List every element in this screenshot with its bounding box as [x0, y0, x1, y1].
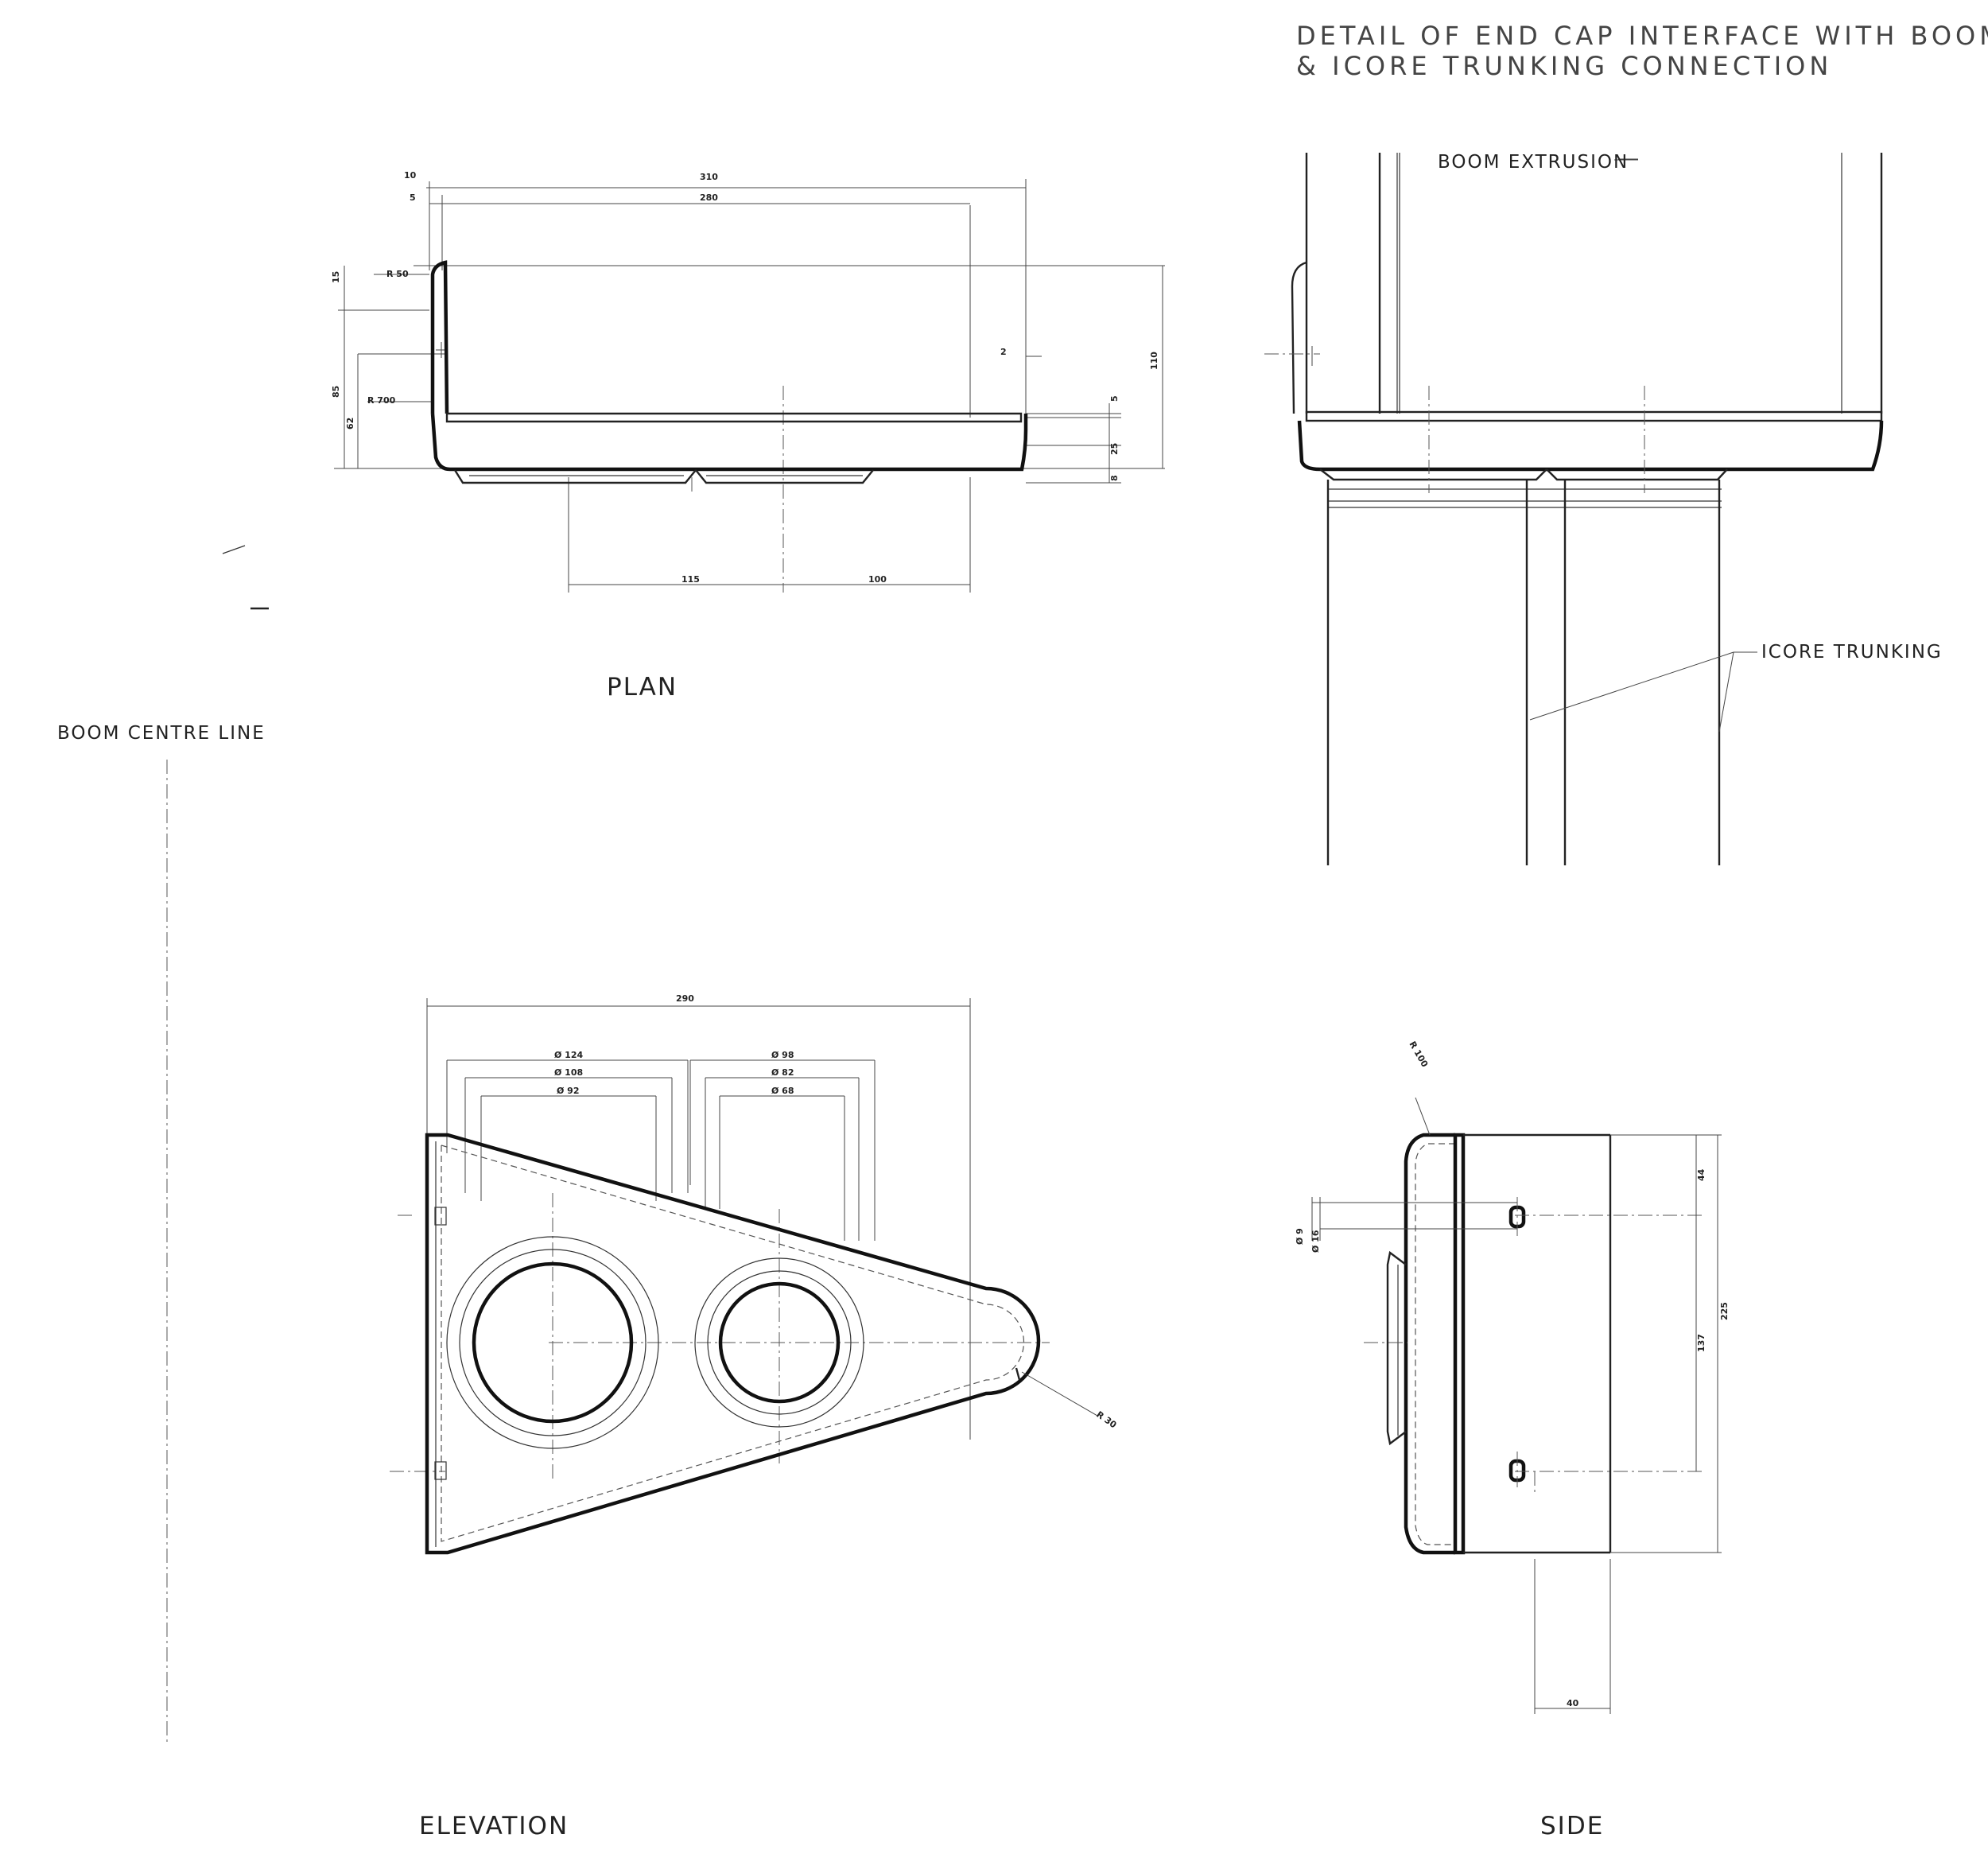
side-dim-o9: Ø 9 — [1295, 1228, 1305, 1245]
plan-dim-10: 10 — [404, 170, 417, 181]
plan-dim-25: 25 — [1109, 443, 1120, 455]
plan-view: 10 5 310 280 R 50 R 700 2 115 100 15 85 … — [331, 170, 1165, 593]
plan-dim-110: 110 — [1149, 352, 1159, 370]
plan-view-title: PLAN — [607, 673, 678, 702]
side-dim-225: 225 — [1719, 1302, 1730, 1320]
elev-dim-o124: Ø 124 — [554, 1050, 583, 1060]
boom-centre-line-label: BOOM CENTRE LINE — [57, 723, 266, 744]
elevation-view-title: ELEVATION — [419, 1812, 569, 1840]
side-dim-r100: R 100 — [1407, 1040, 1430, 1069]
boom-extrusion-label: BOOM EXTRUSION — [1438, 152, 1629, 173]
detail-view: BOOM EXTRUSION ICORE TRUNKING — [1264, 152, 1943, 865]
plan-dim-15: 15 — [331, 271, 341, 283]
side-dim-137: 137 — [1696, 1334, 1706, 1352]
plan-dim-85: 85 — [331, 386, 341, 398]
plan-dim-5b: 5 — [1109, 395, 1120, 402]
elev-dim-o68: Ø 68 — [771, 1086, 794, 1096]
elev-dim-o108: Ø 108 — [554, 1067, 583, 1078]
plan-dim-2: 2 — [1000, 347, 1007, 357]
plan-dim-5: 5 — [410, 192, 416, 203]
plan-dim-100: 100 — [868, 574, 887, 585]
side-view: R 100 Ø 9 Ø 16 44 137 225 40 — [1295, 1040, 1730, 1714]
plan-dim-115: 115 — [681, 574, 700, 585]
plan-dim-310: 310 — [700, 172, 718, 182]
elev-dim-o98: Ø 98 — [771, 1050, 794, 1060]
plan-dim-r50: R 50 — [386, 269, 409, 279]
side-dim-o16: Ø 16 — [1310, 1230, 1321, 1253]
side-dim-44: 44 — [1696, 1168, 1706, 1181]
title-line-2: & ICORE TRUNKING CONNECTION — [1296, 51, 1832, 81]
elev-dim-o92: Ø 92 — [557, 1086, 580, 1096]
plan-dim-8: 8 — [1109, 475, 1120, 481]
elev-dim-r30: R 30 — [1094, 1409, 1118, 1431]
plan-dim-280: 280 — [700, 192, 718, 203]
title-line-1: DETAIL OF END CAP INTERFACE WITH BOOM — [1296, 21, 1988, 51]
plan-dim-r700: R 700 — [367, 395, 396, 406]
elev-dim-290: 290 — [676, 993, 694, 1004]
elev-dim-o82: Ø 82 — [771, 1067, 794, 1078]
icore-trunking-label: ICORE TRUNKING — [1761, 642, 1943, 663]
side-view-title: SIDE — [1540, 1812, 1604, 1840]
elevation-view: 290 Ø 124 Ø 108 Ø 92 Ø 98 Ø 82 Ø 68 R 30 — [390, 993, 1119, 1555]
sheet-marks — [222, 545, 269, 610]
plan-dim-62: 62 — [345, 418, 355, 429]
side-dim-40: 40 — [1567, 1698, 1579, 1708]
